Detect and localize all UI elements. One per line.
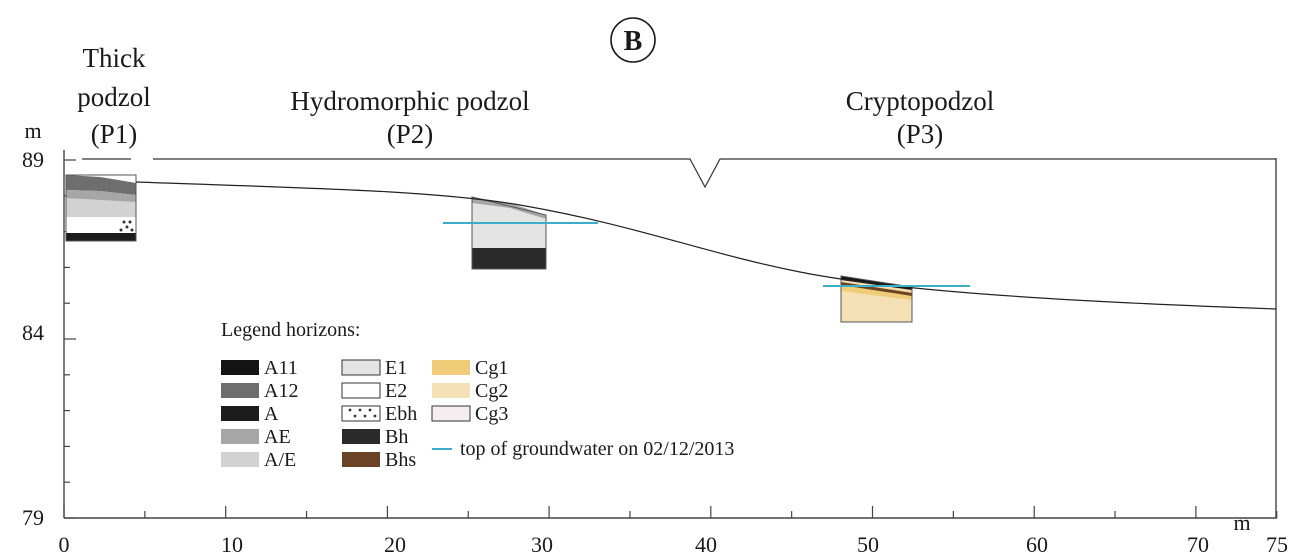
legend-swatch [221,406,259,421]
horizon-ebh [119,220,134,232]
reference-line-main [153,158,1276,189]
legend-groundwater-label: top of groundwater on 02/12/2013 [460,438,734,460]
horizon-ae [472,197,546,219]
profile-title-p1: Thick podzol (P1) [77,43,151,149]
x-tick-label: 50 [857,532,879,557]
legend-dot [358,408,362,412]
profile-name-line: Hydromorphic podzol [290,86,529,116]
horizon-a12 [66,175,136,195]
legend-swatch [431,405,471,422]
x-axis-unit: m [1233,510,1250,535]
profile-title-p3: Cryptopodzol (P3) [846,86,995,149]
legend-swatch [432,360,470,375]
profile-name-line: Thick [83,43,146,73]
legend-swatch [221,429,259,444]
ebh-dot [122,220,126,224]
ebh-dot [119,228,123,232]
profile-p3-outline [840,275,913,323]
x-tick-label: 30 [531,532,553,557]
ebh-dot [130,228,134,232]
profile-code: (P1) [91,119,138,149]
legend-swatch [341,405,381,422]
ebh-dot [128,220,132,224]
profile-p1-outline [65,174,137,242]
y-tick-label: 84 [22,320,44,345]
y-tick-label: 79 [22,505,44,530]
horizon-e2 [66,217,136,233]
profile-code: (P3) [897,119,944,149]
profile-p3-column [840,275,913,323]
x-tick-label: 10 [221,532,243,557]
x-ticks [63,506,1278,518]
ebh-dot [125,225,129,229]
profile-title-p2: Hydromorphic podzol (P2) [290,86,529,149]
legend-item-label: Cg1 [475,357,508,379]
legend-dot [373,414,377,418]
x-tick-label: 0 [59,532,70,557]
legend-swatch [432,383,470,398]
panel-label-text: B [624,26,643,57]
legend-dot [363,414,367,418]
profile-name-line: podzol [77,82,151,112]
legend-swatch [221,452,259,467]
legend-item-label: Bhs [385,449,416,471]
legend-item-label: Cg3 [475,403,508,425]
x-tick-label: 70 [1187,532,1209,557]
profile-name-line: Cryptopodzol [846,86,995,116]
legend-dot [348,408,352,412]
legend-item-label: A12 [264,380,298,402]
legend-swatch [221,360,259,375]
legend-item-label: E2 [385,380,407,402]
legend-item-label: A11 [264,357,298,379]
x-axis: 0 10 20 30 40 50 60 70 75 m [59,506,1288,557]
x-tick-label: 20 [384,532,406,557]
profile-p1-column [65,174,137,242]
legend-title: Legend horizons: [221,319,360,341]
legend-dot [353,414,357,418]
horizon-ae [66,190,136,202]
legend-item-label: A/E [264,449,296,471]
panel-label: B [610,17,656,63]
legend-dot [368,408,372,412]
legend-item-label: Cg2 [475,380,508,402]
legend-item-label: A [264,403,279,425]
x-tick-label: 75 [1266,532,1288,557]
legend-swatch [341,359,381,376]
legend-swatch [221,383,259,398]
legend-item-label: Ebh [385,403,417,425]
ground-surface-line [135,181,1277,310]
y-tick-label: 89 [22,147,44,172]
legend-item-label: E1 [385,357,407,379]
panel-label-circle [610,17,656,63]
x-tick-label: 60 [1026,532,1048,557]
horizon-bh [472,248,546,269]
legend-swatch [342,452,380,467]
profile-p2-outline [471,196,547,270]
y-axis: m 89 84 79 [22,118,76,530]
upper-reference-line [82,158,1276,189]
horizon-a [66,233,136,241]
legend-swatch [342,429,380,444]
profile-code: (P2) [387,119,434,149]
legend-item-label: Bh [385,426,408,448]
legend-item-label: AE [264,426,291,448]
legend-swatch [341,382,381,399]
x-tick-label: 40 [695,532,717,557]
groundwater-lines [443,222,970,287]
y-axis-unit: m [24,118,41,143]
